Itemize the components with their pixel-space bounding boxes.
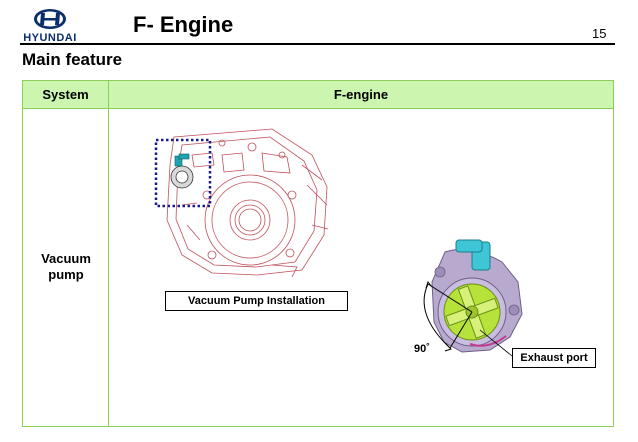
pump-on-engine xyxy=(170,153,194,189)
section-title: Main feature xyxy=(22,50,123,69)
brand-wordmark: HYUNDAI xyxy=(23,32,77,44)
feature-table: System F-engine Vacuum pump xyxy=(22,80,614,427)
pump-highlight-box xyxy=(154,138,212,208)
system-label: Vacuum pump xyxy=(23,251,109,283)
system-label-line2: pump xyxy=(48,267,84,282)
page-number: 15 xyxy=(592,26,607,41)
angle-label: 90˚ xyxy=(414,343,430,355)
header-divider xyxy=(20,43,615,45)
engine-installation-drawing xyxy=(154,128,329,278)
header-f-engine: F-engine xyxy=(333,87,389,102)
header-system: System xyxy=(23,81,109,108)
page-title: F- Engine xyxy=(133,12,234,37)
system-label-line1: Vacuum xyxy=(41,251,91,266)
vacuum-pump-illustration xyxy=(423,239,523,357)
table-header-row: System F-engine xyxy=(23,81,613,109)
exhaust-port-label: Exhaust port xyxy=(512,348,596,368)
hyundai-logo-icon: HYUNDAI xyxy=(20,8,80,44)
installation-caption: Vacuum Pump Installation xyxy=(165,291,348,311)
column-divider xyxy=(108,108,109,426)
